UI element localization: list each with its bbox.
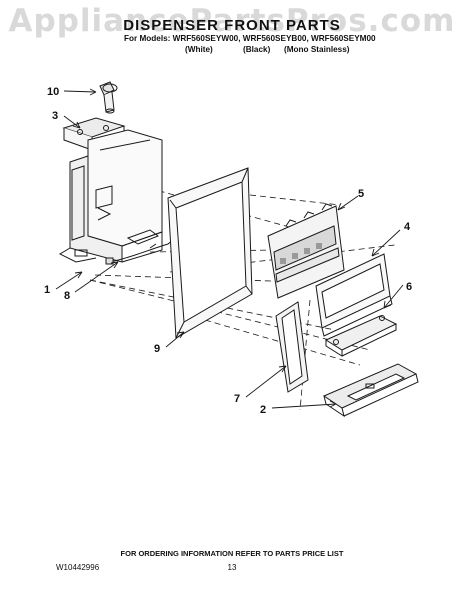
part-2-drip-tray [322, 363, 419, 418]
callout-9: 9 [154, 343, 160, 355]
callout-4: 4 [404, 221, 411, 233]
color-mono-stainless: (Mono Stainless) [284, 45, 350, 54]
callout-7: 7 [234, 393, 240, 405]
part-9-gasket [167, 167, 253, 339]
color-black: (Black) [243, 45, 271, 54]
document-number: W10442996 [56, 563, 100, 572]
part-1-housing [58, 129, 163, 263]
models-line: For Models: WRF560SEYW00, WRF560SEYB00, … [124, 34, 376, 43]
page-number: 13 [227, 563, 237, 572]
page-title: DISPENSER FRONT PARTS [123, 17, 341, 34]
callout-5: 5 [358, 188, 364, 200]
callout-10: 10 [47, 86, 59, 98]
callout-2: 2 [260, 404, 266, 416]
callout-3: 3 [52, 110, 58, 122]
part-10-fitting [99, 81, 118, 114]
callout-8: 8 [64, 290, 70, 302]
part-5-control-panel [267, 203, 345, 299]
color-white: (White) [185, 45, 213, 54]
footer-note: FOR ORDERING INFORMATION REFER TO PARTS … [120, 549, 344, 558]
watermark: AppliancePartsPros.com [8, 3, 456, 39]
callout-1: 1 [44, 284, 50, 296]
part-7-paddle [275, 301, 309, 393]
leader-lines [55, 88, 404, 409]
callout-6: 6 [406, 281, 412, 293]
part-6-lower-bracket [324, 315, 398, 357]
